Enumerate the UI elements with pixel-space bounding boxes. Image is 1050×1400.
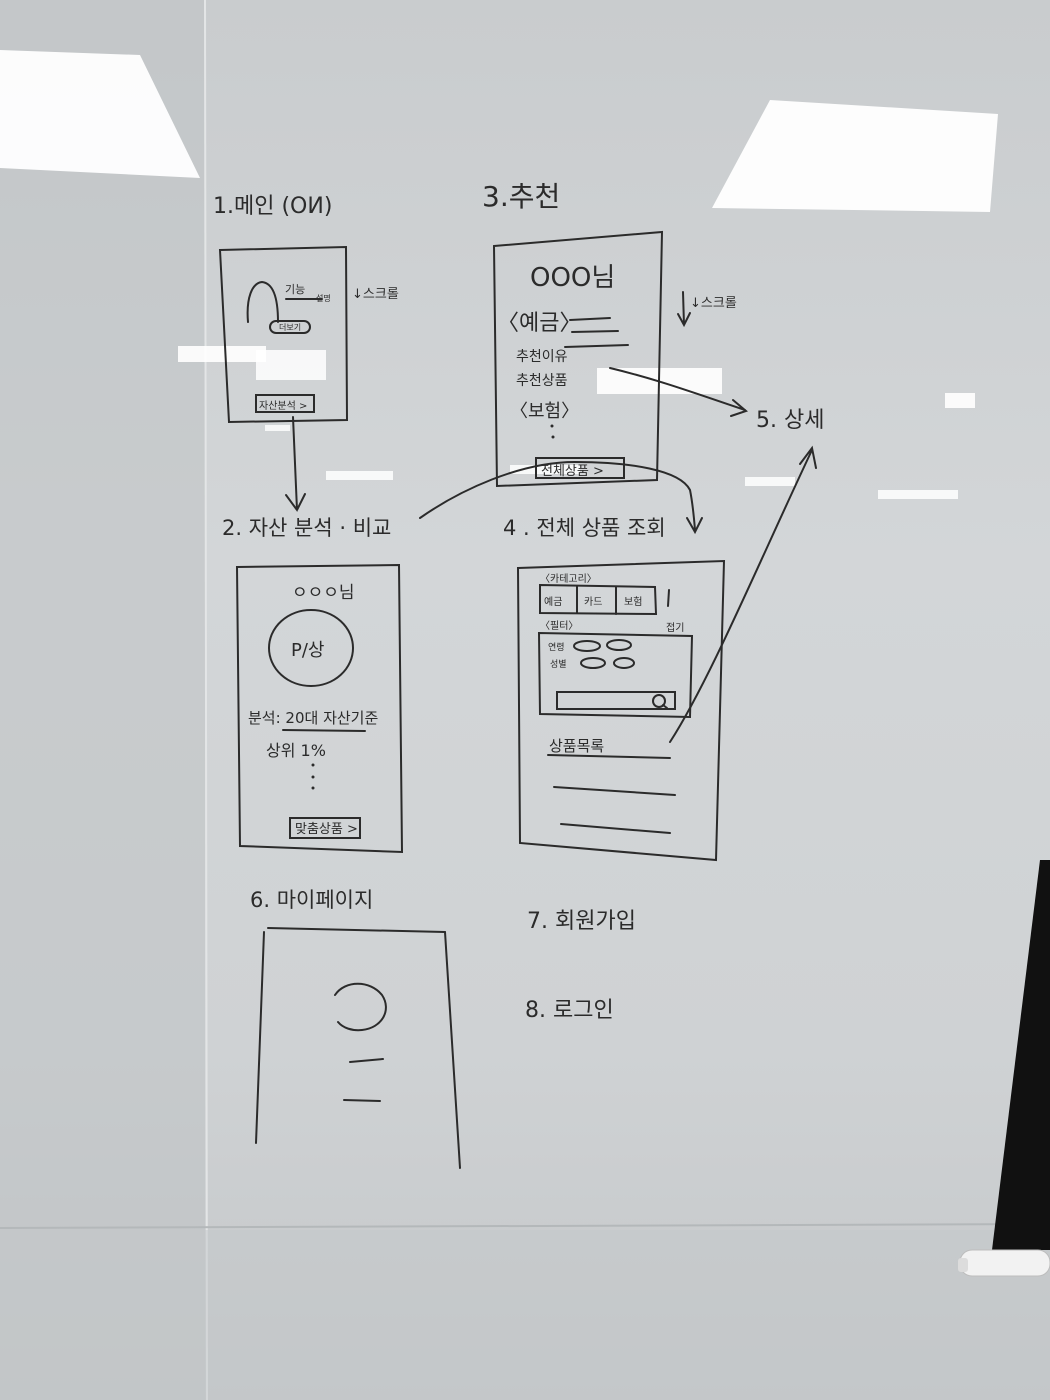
asset-circle-label: P/상: [291, 640, 325, 661]
screen-title-login: 8. 로그인: [525, 998, 614, 1023]
rec-user-name: OOO님: [530, 263, 616, 293]
screen-title-my-page: 6. 마이페이지: [250, 888, 374, 912]
main-cta-button: 자산분석 >: [259, 401, 308, 412]
product-filter-age: 연령: [548, 643, 565, 653]
main-desc-label: 설명: [316, 294, 331, 303]
screen-title-signup: 7. 회원가입: [527, 909, 636, 934]
screen-title-main: 1.메인 (ОИ): [213, 194, 333, 219]
asset-cta-button: 맞춤상품 >: [295, 822, 358, 837]
product-tab-deposit: 예금: [544, 597, 563, 608]
screen-title-detail: 5. 상세: [756, 408, 825, 433]
main-feature-label: 기능: [285, 283, 306, 296]
asset-user-name: ㅇㅇㅇ님: [292, 583, 355, 603]
rec-cta-button: 전체상품 >: [541, 464, 604, 479]
main-more-button: 더보기: [279, 323, 302, 332]
screen-title-product-list: 4 . 전체 상품 조회: [503, 516, 666, 540]
main-scroll-note: ↓스크롤: [352, 287, 399, 302]
rec-category-deposit: 〈예금〉: [497, 311, 582, 336]
product-filter-label: 〈필터〉: [540, 621, 579, 632]
rec-category-insurance: 〈보험〉: [510, 401, 580, 422]
product-tab-insurance: 보험: [624, 597, 643, 608]
rec-reason-label: 추천이유: [516, 349, 568, 365]
product-filter-gender: 성별: [550, 660, 567, 670]
rec-product-label: 추천상품: [516, 373, 568, 389]
product-list-title: 상품목록: [549, 737, 605, 755]
product-filter-close: 접기: [666, 623, 685, 634]
product-tab-card: 카드: [584, 597, 603, 608]
asset-result-line-2: 상위 1%: [266, 741, 326, 760]
asset-result-line-1: 분석: 20대 자산기준: [248, 709, 379, 727]
rec-scroll-note: ↓스크롤: [690, 296, 737, 311]
product-category-label: 〈카테고리〉: [540, 574, 597, 585]
screen-title-asset-analysis: 2. 자산 분석 · 비교: [222, 516, 392, 540]
screen-title-recommendation: 3.추천: [482, 180, 561, 213]
